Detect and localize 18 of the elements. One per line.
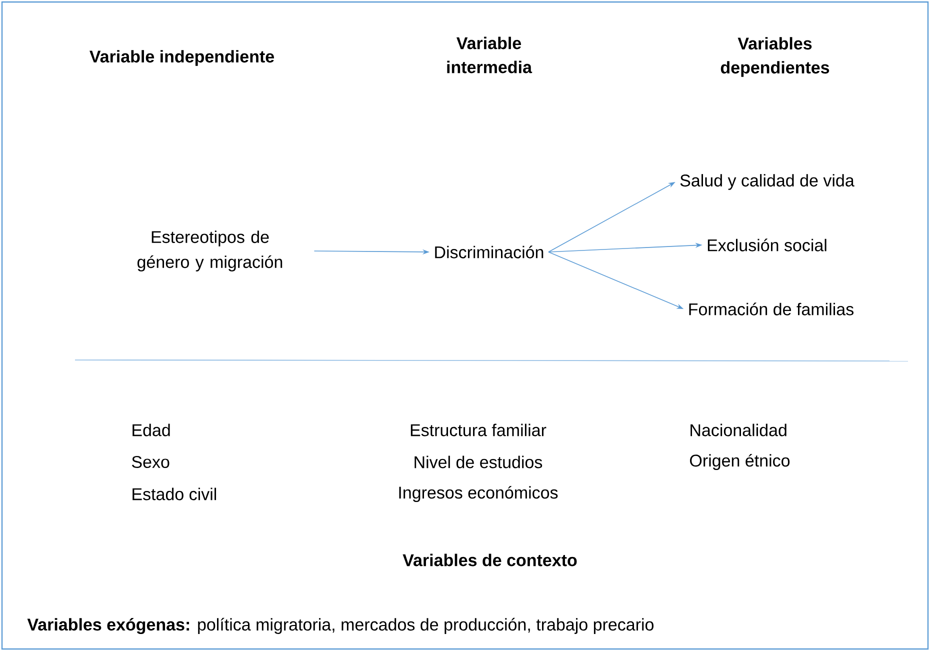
column-heading: Variable independiente [90,50,274,66]
label-text: Sexo [132,456,170,468]
column-heading: Variable intermedia [447,36,532,74]
label-text: Variables exógenas: política migratoria, mercados de producción, trabajo precario [27,618,654,634]
node-text: Discriminación [435,246,544,258]
node-text: Salud y calidad de vida [680,174,854,190]
node-text: Estereotipos de género y migración [138,230,282,272]
label-text: Estructura familiar [410,424,546,436]
label-text: Estado civil [132,488,216,500]
node-text: Formación de familias [689,302,854,316]
column-heading: Variables dependientes [720,37,830,77]
label-text: Nivel de estudios [414,456,542,468]
label-text: Nacionalidad [690,424,786,436]
label-text: Edad [132,424,170,436]
column-heading: Variables de contexto [402,554,577,566]
node-text: Exclusión social [708,238,826,252]
label-text: Origen étnico [690,454,790,470]
label-text: Ingresos económicos [399,486,558,502]
